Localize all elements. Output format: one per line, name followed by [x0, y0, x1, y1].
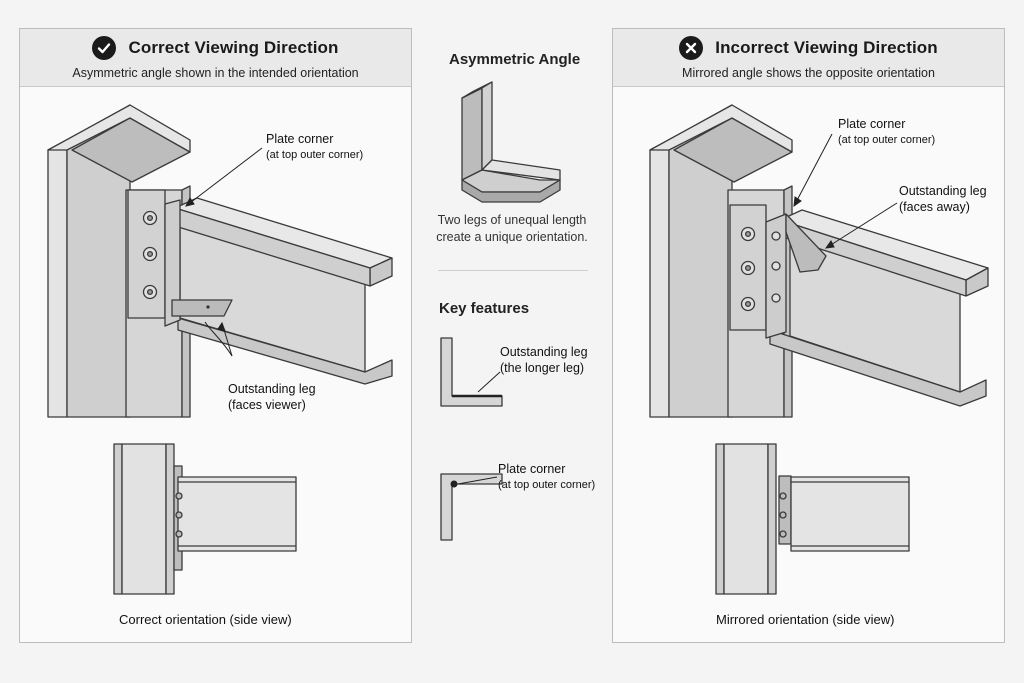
left-bolts	[142, 210, 158, 300]
panel-subtitle: Mirrored angle shows the opposite orient…	[682, 66, 935, 80]
asymmetric-angle-3d	[461, 81, 561, 203]
callout-label: Outstanding leg	[899, 184, 987, 198]
callout-sublabel: (faces away)	[899, 200, 970, 214]
section-divider	[438, 270, 588, 271]
panel-header: Incorrect Viewing Direction Mirrored ang…	[613, 29, 1004, 87]
callout-sublabel: (the longer leg)	[500, 361, 585, 375]
panel-title: Correct Viewing Direction	[128, 38, 339, 57]
right-beam-iso	[769, 209, 989, 407]
description-line: create a unique orientation.	[436, 230, 588, 244]
key-feature-corner-profile	[440, 473, 503, 541]
asymmetric-angle-title: Asymmetric Angle	[449, 51, 581, 68]
callout-label: Plate corner	[266, 132, 334, 146]
right-bolts	[740, 226, 756, 312]
right-plate-corner-callout: Plate corner (at top outer corner)	[838, 116, 935, 148]
callout-label: Outstanding leg	[500, 345, 588, 359]
callout-sublabel: (at top outer corner)	[266, 149, 364, 161]
asymmetric-angle-description: Two legs of unequal length create a uniq…	[430, 212, 594, 246]
panel-title: Incorrect Viewing Direction	[715, 38, 938, 57]
panel-header: Correct Viewing Direction Asymmetric ang…	[20, 29, 411, 87]
callout-label: Outstanding leg	[228, 382, 316, 396]
left-outstanding-leg-callout: Outstanding leg (faces viewer)	[228, 381, 316, 413]
right-caption: Mirrored orientation (side view)	[716, 612, 895, 627]
left-side-view	[113, 443, 297, 595]
right-column-iso	[649, 104, 793, 418]
leader-lines	[185, 133, 898, 485]
panel-subtitle: Asymmetric angle shown in the intended o…	[72, 66, 359, 80]
right-outstanding-leg-callout: Outstanding leg (faces away)	[899, 183, 987, 215]
key-feature-leg-profile	[440, 337, 503, 407]
feature-corner-callout: Plate corner (at top outer corner)	[498, 461, 595, 493]
right-angle-clip	[765, 213, 827, 339]
left-plate-corner-callout: Plate corner (at top outer corner)	[266, 131, 363, 163]
feature-leg-callout: Outstanding leg (the longer leg)	[500, 344, 588, 376]
left-angle-clip	[164, 199, 233, 327]
check-circle-icon	[92, 36, 117, 60]
right-side-view	[715, 443, 910, 595]
callout-sublabel: (faces viewer)	[228, 398, 306, 412]
callout-sublabel: (at top outer corner)	[498, 479, 596, 491]
key-features-title: Key features	[439, 300, 530, 317]
callout-label: Plate corner	[498, 462, 566, 476]
left-caption: Correct orientation (side view)	[119, 612, 292, 627]
description-line: Two legs of unequal length	[437, 213, 587, 227]
callout-label: Plate corner	[838, 117, 906, 131]
callout-sublabel: (at top outer corner)	[838, 134, 936, 146]
x-circle-icon	[679, 36, 704, 60]
left-beam-iso	[174, 197, 393, 385]
